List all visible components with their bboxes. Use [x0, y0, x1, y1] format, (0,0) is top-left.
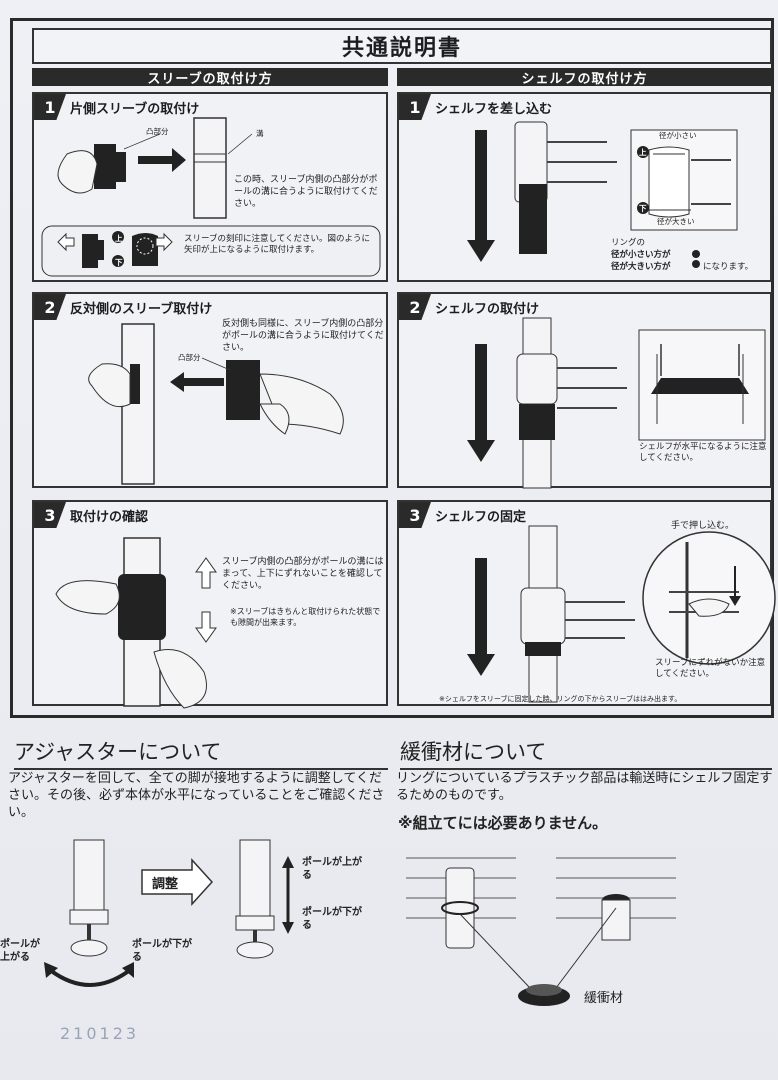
down-badge: 下 — [639, 204, 647, 213]
right-step-1: 1 シェルフを差し込む 径が小さい 径が大きい 上 下 リングの 径が小さい方が… — [397, 92, 772, 282]
step-note: この時、スリーブ内側の凸部分がポールの溝に合うように取付けてください。 — [234, 175, 378, 209]
callout-groove: 溝 — [256, 129, 264, 138]
sub-note: ※スリーブはきちんと取付けられた状態でも隙間が出来ます。 — [230, 607, 381, 627]
up-badge: 上 — [115, 234, 123, 243]
left-pole-up-label: ポールが上がる — [0, 939, 40, 963]
footnote: ※シェルフをスリーブに固定した時、リングの下からスリーブははみ出ます。 — [439, 695, 682, 703]
ring-note-2: 径が小さい方が — [611, 250, 671, 260]
push-in-label: 手で押し込む。 — [671, 521, 735, 531]
pole-up-label: ポールが上がる — [302, 857, 362, 881]
callout-protrusion: 凸部分 — [146, 127, 169, 136]
step-note: シェルフが水平になるように注意してください。 — [639, 442, 767, 463]
adjuster-text: アジャスターを回して、全ての脚が接地するように調整してください。その後、必ず本体… — [8, 771, 385, 820]
left-step-2: 2 反対側のスリーブ取付け 凸部分 反対側も同様に、スリーブ内側の凸部分がポール… — [32, 292, 388, 488]
pole-down-label: ポールが下がる — [302, 907, 362, 931]
main-frame — [10, 18, 774, 718]
left-step-1-heading: 1 片側スリーブの取付け — [34, 94, 199, 120]
down-badge: 下 — [115, 258, 123, 267]
opposite-sleeve-illustration — [88, 323, 344, 485]
sub-note: スリーブの刻印に注意してください。図のように矢印が上になるように取付けます。 — [184, 234, 370, 255]
callout-protrusion: 凸部分 — [178, 353, 201, 362]
sleeve-attach-illustration — [41, 117, 381, 277]
step-note: スリーブにずれがないか注意してください。 — [655, 658, 766, 679]
ring-note-1: リングの — [611, 238, 646, 248]
left-step-1: 1 片側スリーブの取付け 凸部分 溝 上 下 この時、スリーブ内側 — [32, 92, 388, 282]
step-label: 片側スリーブの取付け — [70, 101, 200, 117]
large-diameter-label: 径が大きい — [657, 217, 695, 226]
up-badge: 上 — [639, 148, 647, 157]
left-step-2-heading: 2 反対側のスリーブ取付け — [34, 294, 212, 320]
small-diameter-label: 径が小さい — [659, 131, 697, 140]
adjuster-title: アジャスターについて — [14, 736, 388, 770]
right-step-2: 2 シェルフの取付け シェルフが水平になるように注意してください。 — [397, 292, 772, 489]
check-illustration — [55, 537, 217, 709]
right-step-2-heading: 2 シェルフの取付け — [399, 294, 539, 320]
ring-note-4: になります。 — [703, 262, 754, 272]
step-label: シェルフの固定 — [435, 509, 527, 525]
step-label: 取付けの確認 — [70, 509, 149, 525]
step-label: シェルフを差し込む — [435, 101, 553, 117]
step-label: シェルフの取付け — [435, 301, 540, 317]
title-bar: 共通説明書 — [32, 28, 772, 64]
attach-shelf-illustration — [467, 317, 766, 489]
cushion-note: ※組立てには必要ありません。 — [398, 814, 608, 832]
cushion-label: 緩衝材 — [584, 991, 624, 1006]
ring-note-3: 径が大きい方が — [611, 262, 671, 272]
fix-shelf-illustration — [467, 525, 776, 703]
left-pole-down-label: ポールが下がる — [132, 939, 192, 963]
step-note: スリーブ内側の凸部分がポールの溝にはまって、上下にずれないことを確認してください… — [222, 557, 384, 591]
print-stamp: 210123 — [60, 1024, 140, 1043]
right-step-3-heading: 3 シェルフの固定 — [399, 502, 526, 528]
step-number: 3 — [399, 502, 431, 528]
right-step-3: 3 シェルフの固定 手で押し込む。 スリーブにずれがないか注意してください。 ※… — [397, 500, 776, 706]
adjust-label: 調整 — [152, 877, 179, 892]
insert-shelf-illustration — [467, 121, 738, 268]
right-column-header: シェルフの取付け方 — [397, 68, 772, 87]
cushion-illustration — [406, 857, 676, 1006]
step-label: 反対側のスリーブ取付け — [70, 301, 213, 317]
right-step-1-heading: 1 シェルフを差し込む — [399, 94, 552, 120]
step-note: 反対側も同様に、スリーブ内側の凸部分がポールの溝に合うように取付けてください。 — [222, 319, 384, 353]
left-column-header: スリーブの取付け方 — [32, 68, 388, 87]
left-step-3: 3 取付けの確認 スリーブ内側の凸部分がポールの溝にはまって、上下にずれないこと… — [32, 500, 388, 709]
page-title: 共通説明書 — [341, 36, 462, 61]
adjuster-illustration — [44, 839, 294, 987]
left-step-3-heading: 3 取付けの確認 — [34, 502, 148, 528]
cushion-text: リングについているプラスチック部品は輸送時にシェルフ固定するためのものです。 — [396, 771, 773, 803]
cushion-title: 緩衝材について — [400, 736, 772, 770]
